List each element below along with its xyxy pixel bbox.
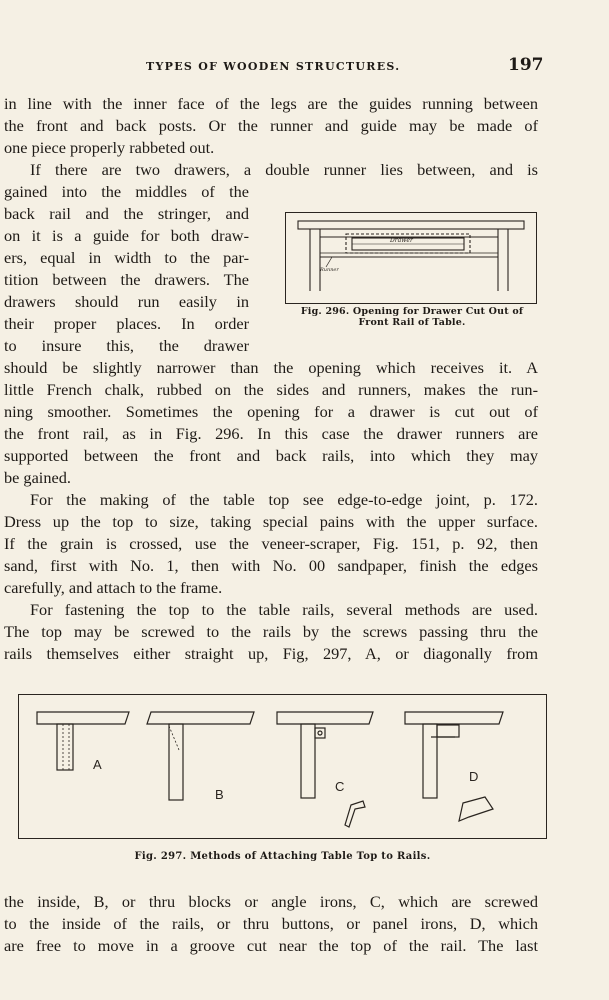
runner-label: Runner <box>319 267 339 273</box>
text-line: to the inside of the rails, or thru butt… <box>4 914 538 933</box>
figure-296: Drawer Runner <box>285 212 537 304</box>
text-line: the front and back posts. Or the runner … <box>4 116 538 135</box>
table-drawer-illustration: Drawer Runner <box>297 220 525 291</box>
text-line: carefully, and attach to the frame. <box>4 578 223 597</box>
text-line: the front rail, as in Fig. 296. In this … <box>4 424 538 443</box>
label-b: B <box>215 787 224 802</box>
text-line: back rail and the stringer, and <box>4 204 249 223</box>
text-line: ning smoother. Sometimes the opening for… <box>4 402 538 421</box>
caption-line: Fig. 296. Opening for Drawer Cut Out of <box>300 306 524 317</box>
text-line: If there are two drawers, a double runne… <box>30 160 538 179</box>
text-line: one piece properly rabbeted out. <box>4 138 215 157</box>
text-line: sand, first with No. 1, then with No. 00… <box>4 556 538 575</box>
text-line: should be slightly narrower than the ope… <box>4 358 538 377</box>
page-number: 197 <box>508 55 544 75</box>
text-line: their proper places. In order <box>4 314 249 333</box>
text-line: to insure this, the drawer <box>4 336 249 355</box>
text-line: little French chalk, rubbed on the sides… <box>4 380 538 399</box>
drawer-label: Drawer <box>389 237 414 244</box>
running-head: TYPES OF WOODEN STRUCTURES. 197 <box>0 55 609 79</box>
text-line: are free to move in a groove cut near th… <box>4 936 538 955</box>
label-a: A <box>93 757 102 772</box>
text-line: gained into the middles of the <box>4 182 249 201</box>
figure-296-caption: Fig. 296. Opening for Drawer Cut Out of … <box>283 306 541 328</box>
text-line: the inside, B, or thru blocks or angle i… <box>4 892 538 911</box>
text-line: Dress up the top to size, taking special… <box>4 512 538 531</box>
caption-line: Front Rail of Table. <box>358 317 466 328</box>
figure-297-caption: Fig. 297. Methods of Attaching Table Top… <box>134 851 431 862</box>
text-line: be gained. <box>4 468 71 487</box>
text-line: The top may be screwed to the rails by t… <box>4 622 538 641</box>
text-line: in line with the inner face of the legs … <box>4 94 538 113</box>
text-line: on it is a guide for both draw- <box>4 226 249 245</box>
table-top-methods-illustration: A B C D <box>36 711 504 828</box>
text-line: If the grain is crossed, use the veneer-… <box>4 534 538 553</box>
figure-297: A B C D <box>18 694 547 839</box>
text-line: ers, equal in width to the par- <box>4 248 249 267</box>
text-line: drawers should run easily in <box>4 292 249 311</box>
text-line: supported between the front and back rai… <box>4 446 538 465</box>
text-line: rails themselves either straight up, Fig… <box>4 644 538 663</box>
text-line: For fastening the top to the table rails… <box>30 600 538 619</box>
text-line: For the making of the table top see edge… <box>30 490 538 509</box>
running-title: TYPES OF WOODEN STRUCTURES. <box>146 60 401 73</box>
label-d: D <box>469 769 478 784</box>
text-line: tition between the drawers. The <box>4 270 249 289</box>
label-c: C <box>335 779 344 794</box>
